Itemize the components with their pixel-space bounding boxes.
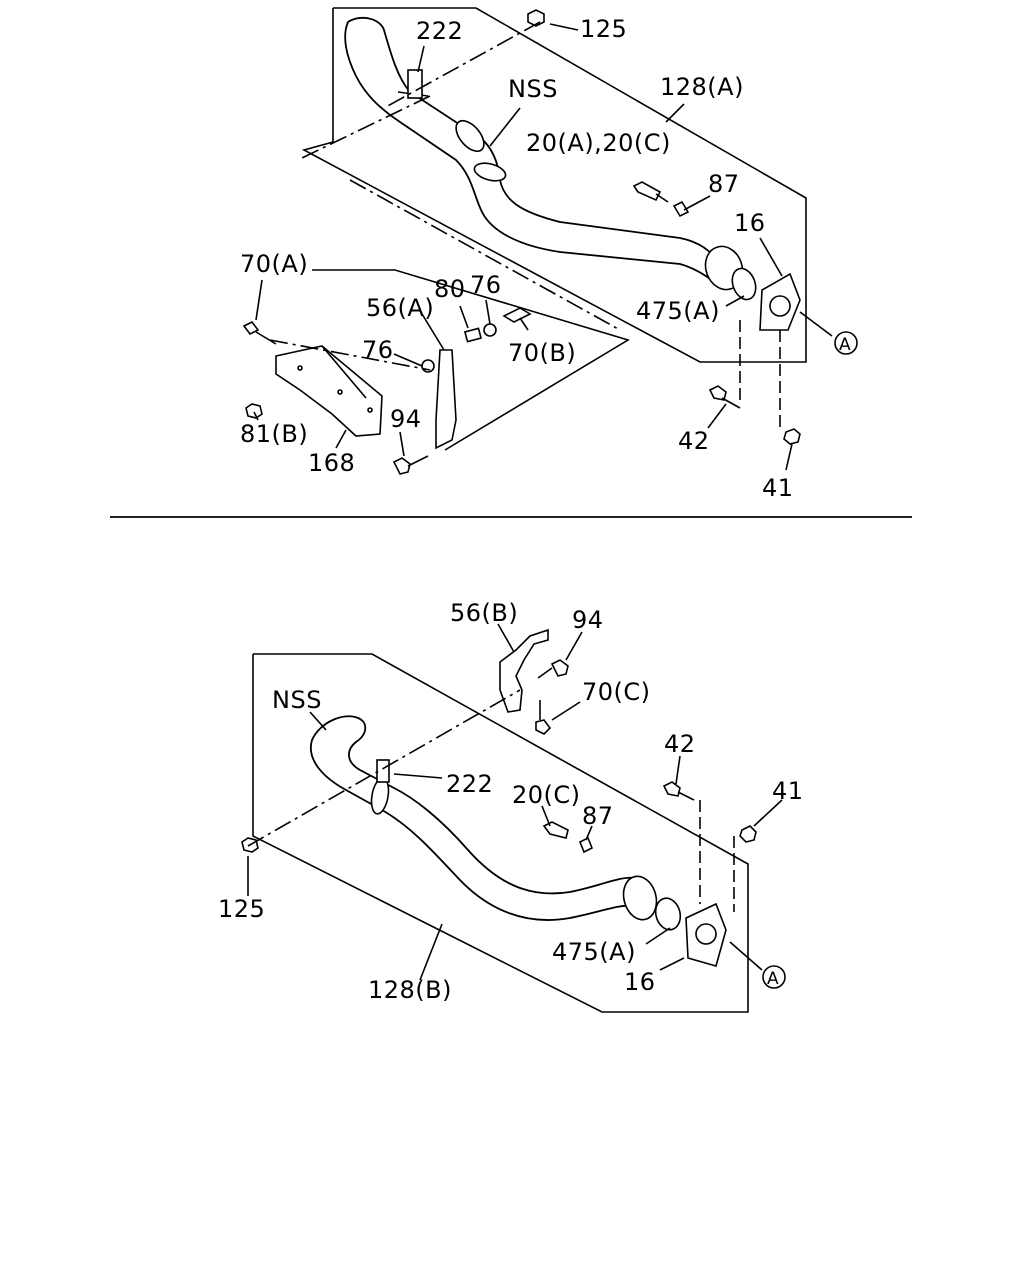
reference-circle-a-lower <box>762 965 786 989</box>
clip-56a <box>435 349 457 450</box>
label-16-lower: 16 <box>624 968 656 996</box>
bracket-group-outline <box>312 269 630 451</box>
label-80: 80 <box>434 275 466 303</box>
bolt-20a <box>632 181 662 202</box>
label-70c: 70(C) <box>582 678 651 706</box>
label-56b: 56(B) <box>450 599 518 627</box>
label-ref-a-upper: A <box>839 335 851 355</box>
label-94-upper: 94 <box>390 405 422 433</box>
label-222-lower: 222 <box>446 770 493 798</box>
washer-76a <box>483 323 497 337</box>
bracket-56b <box>499 628 549 713</box>
label-20c: 20(C) <box>512 781 581 809</box>
bolt-70a <box>242 320 260 336</box>
bolt-42-upper <box>708 385 727 401</box>
label-128a: 128(A) <box>660 73 744 101</box>
spacer-80 <box>463 327 483 343</box>
assembly-boundary-128a <box>301 7 807 363</box>
upper-assembly: 222 125 NSS 128(A) 20(A),20(C) 87 16 475… <box>240 7 858 502</box>
label-475a-upper: 475(A) <box>636 297 720 325</box>
bolt-70b <box>502 307 532 323</box>
bolt-42-lower <box>662 781 681 797</box>
label-16-upper: 16 <box>734 209 766 237</box>
label-125-lower: 125 <box>218 895 265 923</box>
label-41-lower: 41 <box>772 777 804 805</box>
label-ref-a-lower: A <box>767 969 779 989</box>
label-87-lower: 87 <box>582 802 614 830</box>
assembly-boundary-128b <box>252 653 749 1013</box>
label-475a-lower: 475(A) <box>552 938 636 966</box>
bolt-70c <box>535 719 552 735</box>
label-87-upper: 87 <box>708 170 740 198</box>
gasket-475a <box>731 267 757 301</box>
label-81b: 81(B) <box>240 420 308 448</box>
label-70b: 70(B) <box>508 339 576 367</box>
label-222-upper: 222 <box>416 17 463 45</box>
label-nss-upper: NSS <box>508 75 558 103</box>
label-128b: 128(B) <box>368 976 452 1004</box>
label-nss-lower: NSS <box>272 686 322 714</box>
pipe-flange-lower <box>622 875 658 921</box>
label-56a: 56(A) <box>366 294 434 322</box>
label-42-lower: 42 <box>664 730 696 758</box>
label-70a: 70(A) <box>240 250 308 278</box>
bolt-20c <box>542 821 569 839</box>
spring-87-upper <box>672 200 690 218</box>
label-41-upper: 41 <box>762 474 794 502</box>
label-125-upper: 125 <box>580 15 627 43</box>
clamp-222-lower <box>376 759 390 783</box>
clamp-222 <box>407 69 423 99</box>
gasket-475a-lower <box>654 897 682 931</box>
reference-circle-a-upper <box>834 331 858 355</box>
label-94-lower: 94 <box>572 606 604 634</box>
bolt-94-lower <box>550 659 569 677</box>
nut-81b <box>245 403 263 419</box>
nut-41-lower <box>739 825 757 843</box>
nut-41-upper <box>783 428 801 445</box>
label-76-b: 76 <box>362 336 394 364</box>
label-168: 168 <box>308 449 355 477</box>
label-76-a: 76 <box>470 271 502 299</box>
label-20a-20c: 20(A),20(C) <box>526 129 671 157</box>
exhaust-pipe-lower <box>309 715 635 921</box>
lower-assembly: 56(B) 94 70(C) NSS 222 42 41 20(C) 87 12… <box>218 599 804 1013</box>
bolt-94-upper <box>392 457 411 475</box>
spring-87-lower <box>578 836 594 854</box>
label-42-upper: 42 <box>678 427 710 455</box>
